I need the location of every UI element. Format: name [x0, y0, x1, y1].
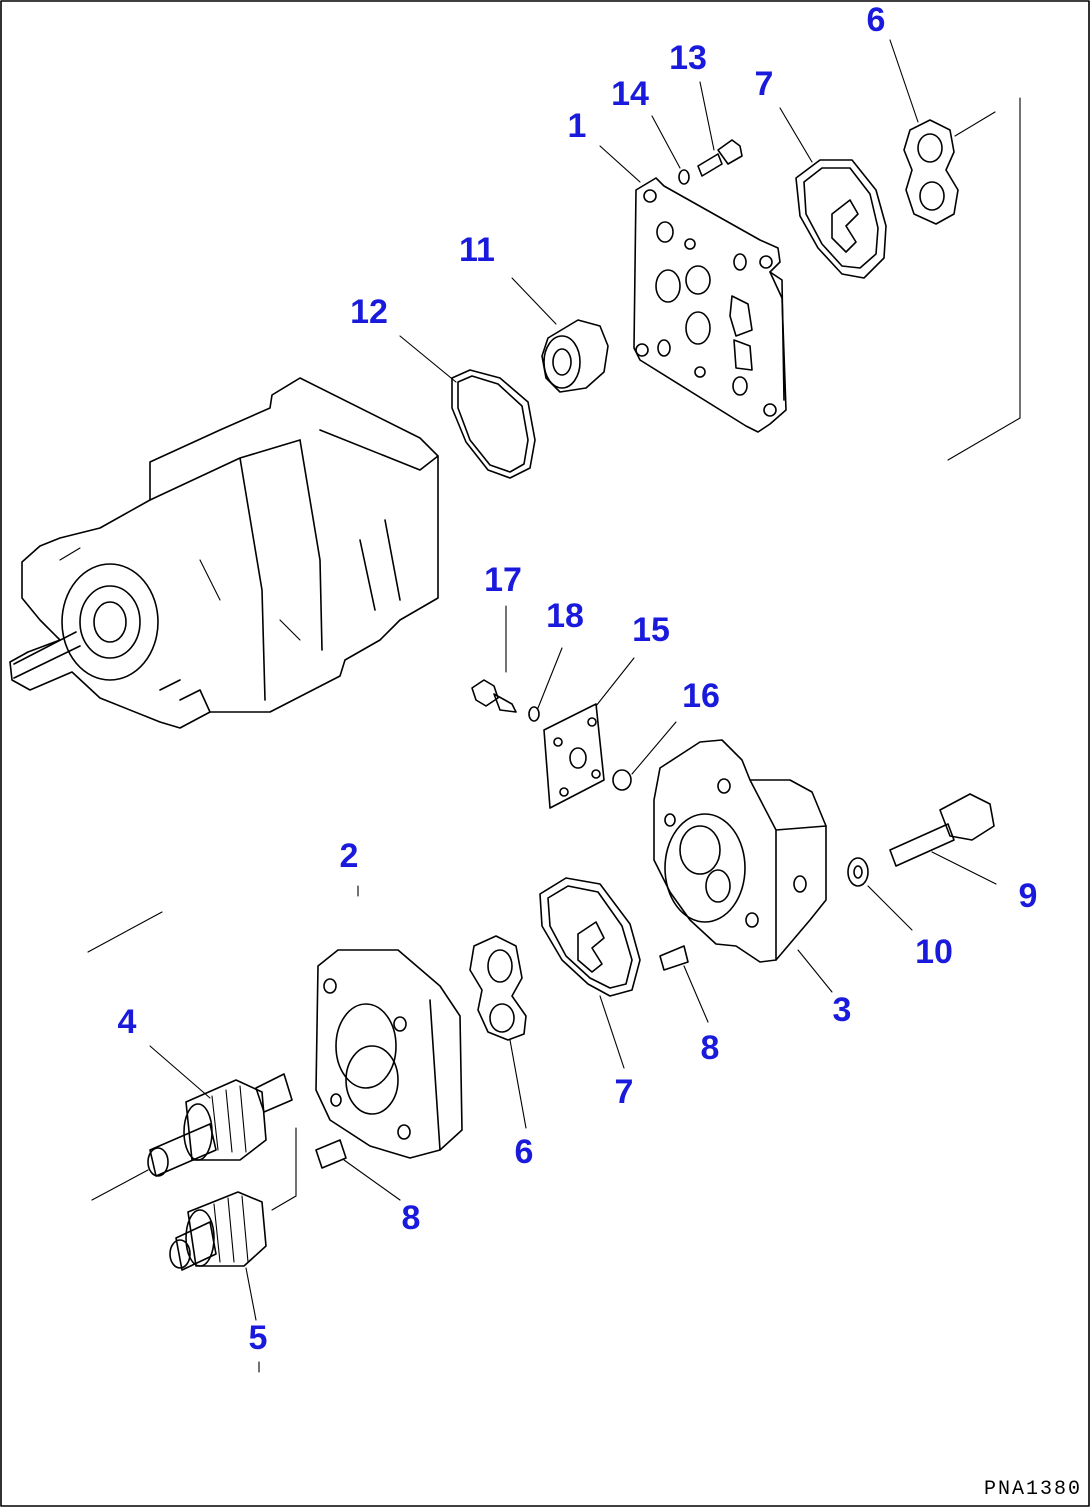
callout-5: 5	[248, 1319, 268, 1357]
callout-7-upper: 7	[754, 65, 774, 103]
callout-17: 17	[484, 561, 522, 599]
callout-2: 2	[339, 837, 359, 875]
leader-lines	[149, 39, 997, 1321]
callout-11: 11	[459, 231, 495, 269]
callout-6-upper: 6	[866, 1, 886, 39]
part-16-ball	[612, 769, 632, 791]
part-10-washer	[847, 857, 869, 887]
part-9-bolt	[889, 793, 995, 867]
part-1-cover-plate	[633, 177, 787, 433]
callout-18: 18	[546, 597, 584, 635]
center-lines	[87, 97, 1021, 1373]
part-6-lower-plate	[469, 935, 527, 1041]
callout-6-lower: 6	[514, 1133, 534, 1171]
callout-1: 1	[567, 107, 587, 145]
callout-10: 10	[915, 933, 953, 971]
part-8-pin-upper	[659, 945, 689, 971]
pump-body	[9, 377, 439, 729]
callout-13: 13	[669, 39, 707, 77]
callout-16: 16	[682, 677, 720, 715]
part-14-washer	[678, 169, 690, 185]
callout-8-right: 8	[700, 1029, 720, 1067]
callout-3: 3	[832, 991, 852, 1029]
part-5-driven-gear	[169, 1191, 267, 1271]
part-11-bushing	[541, 319, 609, 393]
callout-14: 14	[611, 75, 649, 113]
part-7-lower-gasket	[539, 877, 641, 997]
drawing-code: PNA1380	[983, 1478, 1082, 1501]
part-2-gear-housing	[315, 949, 463, 1159]
part-15-plate	[543, 703, 605, 809]
part-3-housing	[653, 739, 827, 963]
callout-4: 4	[117, 1003, 137, 1041]
callout-15: 15	[632, 611, 670, 649]
callout-12: 12	[350, 293, 388, 331]
part-13-bolt	[697, 139, 743, 177]
part-4-drive-gear	[147, 1073, 293, 1177]
callout-9: 9	[1018, 877, 1038, 915]
callout-8-left: 8	[401, 1199, 421, 1237]
part-6-upper-plate	[903, 119, 959, 225]
part-17-bolt	[471, 679, 517, 713]
part-12-o-ring	[451, 369, 536, 479]
part-7-upper-gasket	[795, 159, 887, 279]
part-8-pin-lower	[315, 1139, 347, 1169]
part-18-washer	[528, 706, 540, 722]
callout-7-lower: 7	[614, 1073, 634, 1111]
